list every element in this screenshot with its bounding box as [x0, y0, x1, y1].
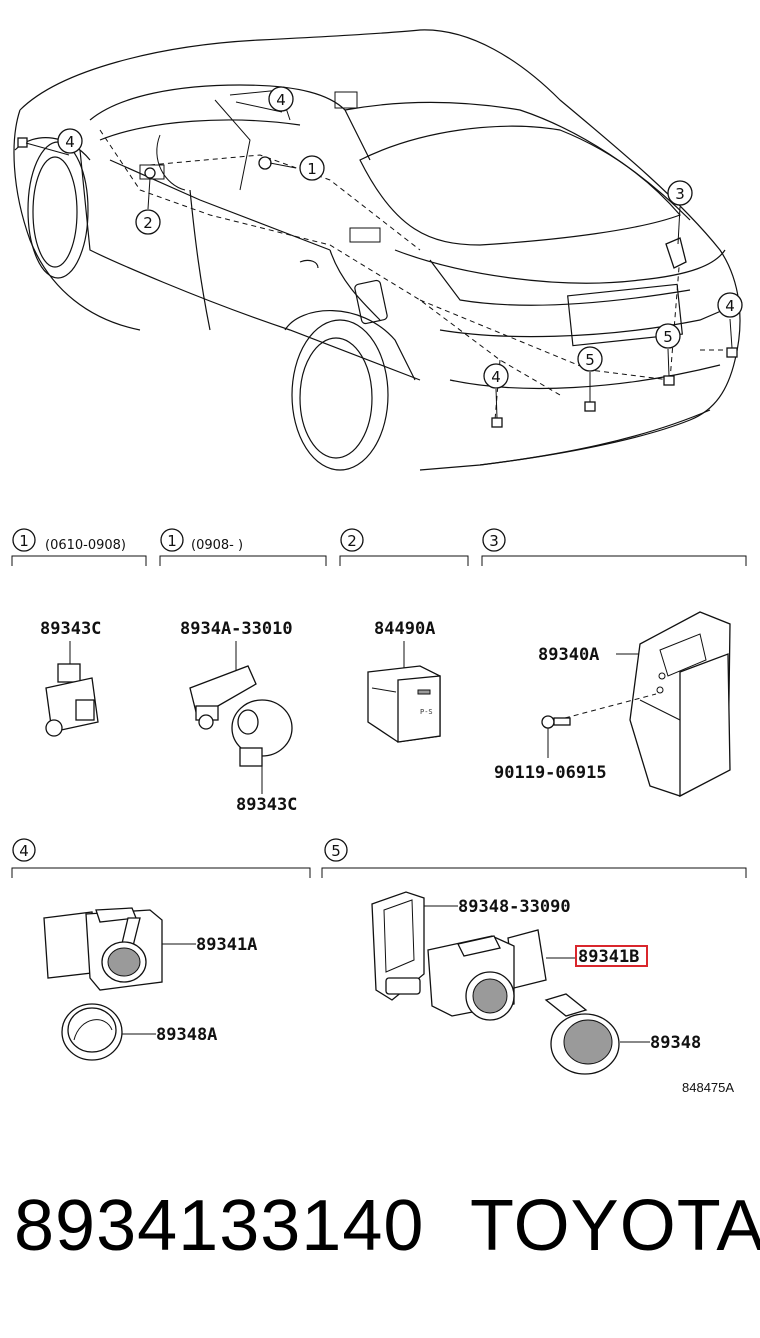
footer-brand: TOYOTA [470, 1186, 760, 1266]
sensor-ring-89348A-icon [61, 1003, 123, 1061]
bolt-icon [541, 715, 571, 729]
callout-number: 4 [276, 91, 286, 109]
part-label-90119-06915: 90119-06915 [494, 763, 607, 783]
group-number: 2 [347, 532, 357, 550]
callout-5-rear-right: 5 [655, 323, 681, 349]
part-label-89343C: 89343C [40, 619, 101, 639]
group-number: 3 [489, 532, 499, 550]
group-number: 1 [167, 532, 177, 550]
callout-number: 4 [65, 133, 75, 151]
sensor-89343C-icon [45, 663, 99, 737]
part-label-89343C: 89343C [236, 795, 297, 815]
callout-1: 1 [299, 155, 325, 181]
sensor-89343C-icon [231, 699, 293, 767]
bracket-icon [189, 665, 257, 730]
group-number: 4 [19, 842, 29, 860]
callout-4-front: 4 [57, 128, 83, 154]
callout-number: 1 [307, 160, 317, 178]
callout-2: 2 [135, 209, 161, 235]
group-number: 5 [331, 842, 341, 860]
callout-number: 4 [725, 297, 735, 315]
group-number: 1 [19, 532, 29, 550]
callout-4-rear-corner: 4 [717, 292, 743, 318]
ecu-module-icon [629, 611, 731, 798]
group-1a-header: 1 (0610-0908) [11, 528, 147, 566]
part-label-89341B: 89341B [578, 947, 639, 967]
group-1a-parts: 89343C [40, 619, 101, 737]
part-label-89341A: 89341A [196, 935, 257, 955]
part-label-89348: 89348 [650, 1033, 701, 1053]
car-illustration: 4 4 2 1 3 4 5 5 [13, 29, 743, 471]
parking-sensor-89341B-icon [427, 929, 547, 1021]
group-5-header: 5 [321, 838, 747, 878]
group-2-header: 2 [339, 528, 469, 566]
callout-5-rear-center: 5 [577, 346, 603, 372]
group-1b-header: 1 (0908- ) [159, 528, 327, 566]
callout-3: 3 [667, 180, 693, 206]
callout-number: 4 [491, 368, 501, 386]
parking-sensor-89341A-icon [43, 907, 163, 991]
part-label-89348-33090: 89348-33090 [458, 897, 571, 917]
svg-text:P-S: P-S [420, 708, 433, 716]
group-3-parts: 89340A 90119-06915 [494, 611, 731, 798]
group-2-parts: 84490A P-S [367, 619, 441, 743]
part-label-8934A-33010: 8934A-33010 [180, 619, 293, 639]
group-5-parts: 89348-33090 89341B 89348 848475A [371, 891, 734, 1095]
part-label-89340A: 89340A [538, 645, 599, 665]
group-note: (0908- ) [191, 538, 243, 553]
group-4-parts: 89341A 89348A [43, 907, 257, 1061]
part-label-89348A: 89348A [156, 1025, 217, 1045]
callout-4-rear-left: 4 [483, 363, 509, 389]
callout-4-dash: 4 [268, 86, 294, 112]
switch-icon: P-S [367, 665, 441, 743]
callout-number: 3 [675, 185, 685, 203]
group-note: (0610-0908) [45, 538, 126, 553]
part-label-84490A: 84490A [374, 619, 435, 639]
footer-part-number: 8934133140 [14, 1186, 425, 1266]
highlight-box [575, 945, 648, 967]
group-4-header: 4 [11, 838, 311, 878]
retainer-89348-33090-icon [371, 891, 425, 1001]
callout-number: 2 [143, 214, 153, 232]
callout-number: 5 [585, 351, 595, 369]
diagram-reference: 848475A [682, 1080, 734, 1095]
group-1b-parts: 8934A-33010 89343C [180, 619, 297, 815]
sensor-ring-89348-icon [544, 993, 620, 1075]
callout-number: 5 [663, 328, 673, 346]
group-3-header: 3 [481, 528, 747, 566]
